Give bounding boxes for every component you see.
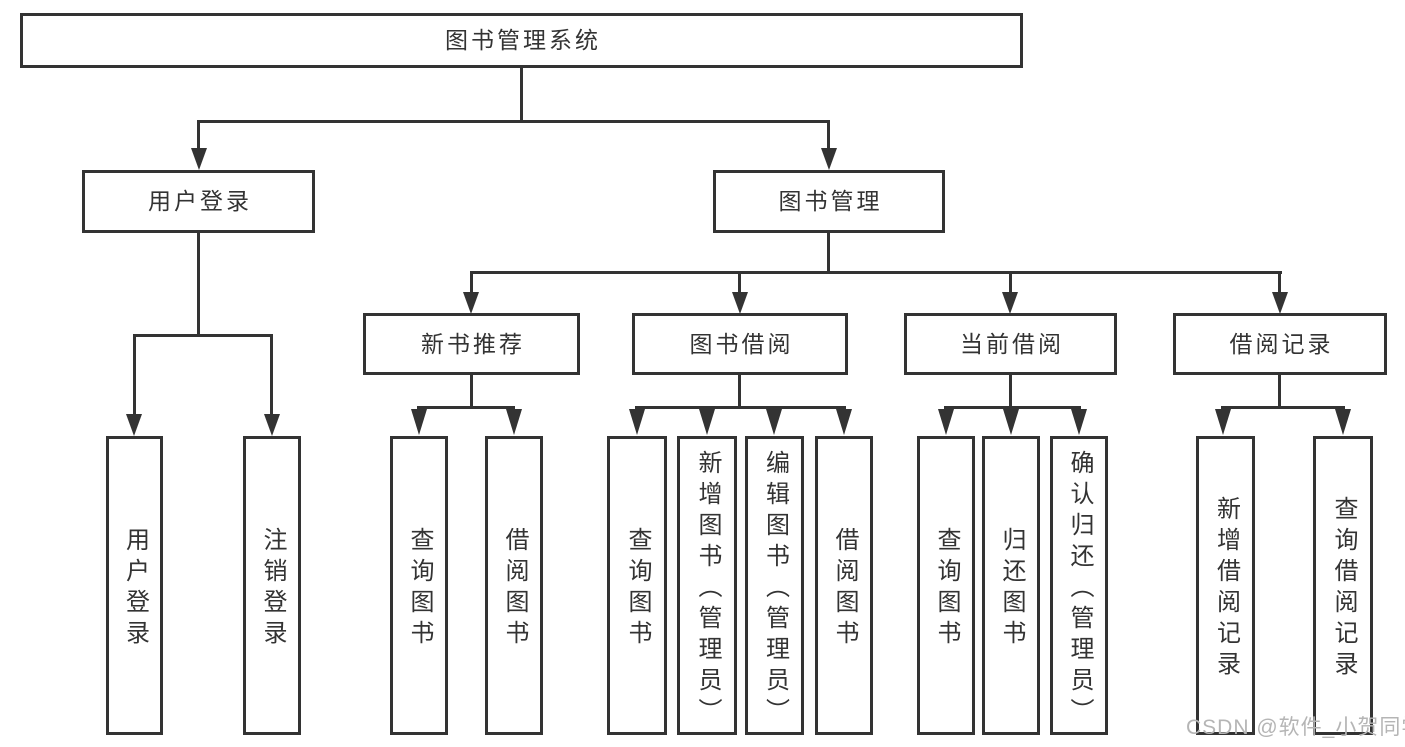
connector-line [197,231,200,336]
arrowhead [836,409,852,435]
leaf-user-login: 用户登录 [106,436,163,735]
leaf-current-query-books: 查询图书 [917,436,975,735]
connector-line [1221,406,1345,409]
arrowhead [1215,409,1231,435]
connector-line [738,373,741,408]
leaf-current-confirm-return-admin: 确认归还（管理员） [1050,436,1108,735]
arrowhead [191,148,207,170]
arrowhead [1335,409,1351,435]
arrowhead [821,148,837,170]
node-book-borrow: 图书借阅 [632,313,848,375]
node-book-management: 图书管理 [713,170,945,233]
watermark: CSDN @软件_小贺同学 [1186,716,1405,739]
connector-line [738,271,741,295]
connector-line [520,68,523,123]
arrowhead [1071,409,1087,435]
leaf-borrow-borrow-books: 借阅图书 [815,436,873,735]
arrowhead [766,409,782,435]
connector-line [133,334,273,337]
leaf-records-query-record: 查询借阅记录 [1313,436,1373,735]
leaf-newbooks-query-books: 查询图书 [390,436,448,735]
node-user-login: 用户登录 [82,170,315,233]
leaf-newbooks-borrow-books: 借阅图书 [485,436,543,735]
arrowhead [699,409,715,435]
arrowhead [264,414,280,436]
arrowhead [732,292,748,314]
arrowhead [629,409,645,435]
arrowhead [1272,292,1288,314]
connector-line [1278,271,1281,295]
connector-line [270,334,273,416]
node-borrow-records: 借阅记录 [1173,313,1387,375]
node-root: 图书管理系统 [20,13,1023,68]
connector-line [197,120,200,150]
leaf-logout: 注销登录 [243,436,301,735]
connector-line [635,406,846,409]
node-new-book-recommend: 新书推荐 [363,313,580,375]
connector-line [944,406,1081,409]
leaf-borrow-edit-books-admin: 编辑图书（管理员） [745,436,804,735]
connector-line [470,271,473,295]
leaf-borrow-query-books: 查询图书 [607,436,667,735]
connector-line [827,231,830,274]
arrowhead [1002,292,1018,314]
arrowhead [126,414,142,436]
connector-line [470,271,1282,274]
arrowhead [1003,409,1019,435]
connector-line [133,334,136,416]
connector-line [1278,373,1281,408]
arrowhead [463,292,479,314]
node-current-borrow: 当前借阅 [904,313,1117,375]
leaf-borrow-add-books-admin: 新增图书（管理员） [677,436,737,735]
arrowhead [938,409,954,435]
connector-line [197,120,830,123]
connector-line [417,406,515,409]
connector-line [827,120,830,150]
connector-line [470,373,473,408]
arrowhead [411,409,427,435]
leaf-current-return-books: 归还图书 [982,436,1040,735]
connector-line [1009,271,1012,295]
leaf-records-add-record: 新增借阅记录 [1196,436,1255,735]
connector-line [1009,373,1012,408]
arrowhead [506,409,522,435]
